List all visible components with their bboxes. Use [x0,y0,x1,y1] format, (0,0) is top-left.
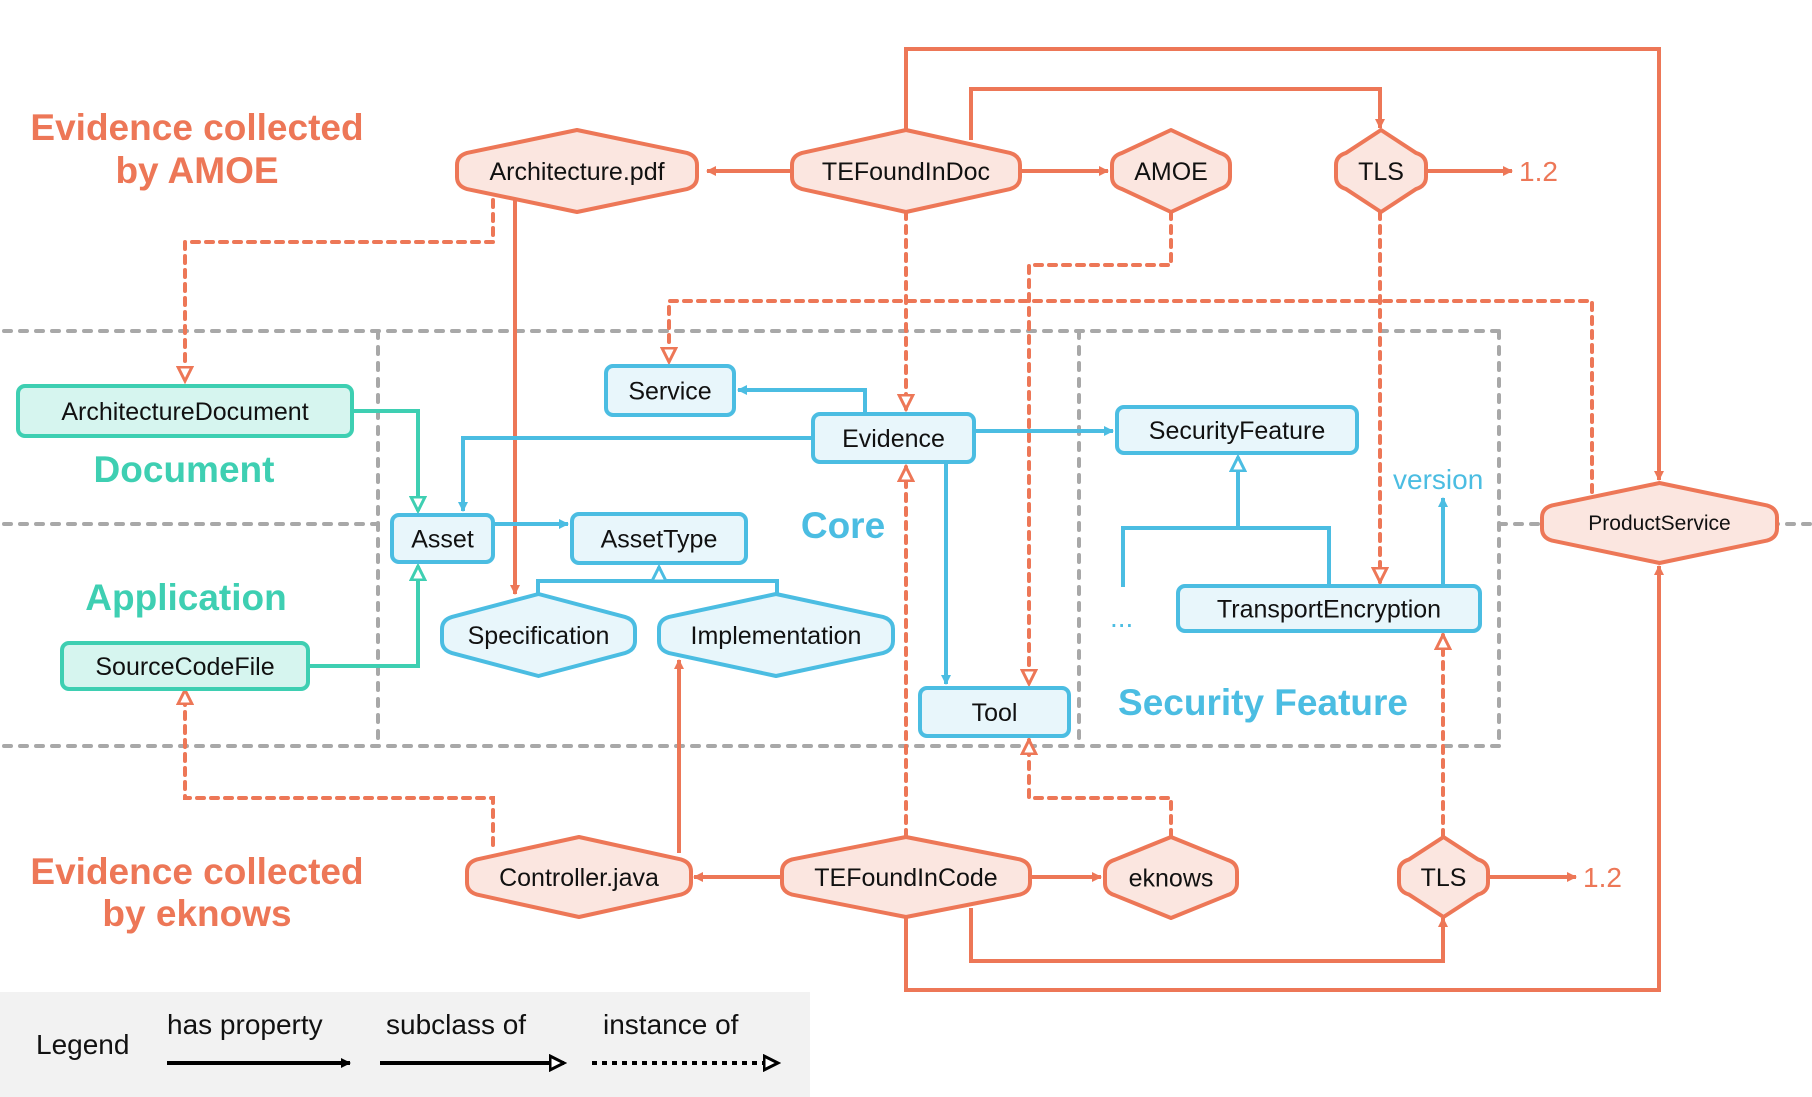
node-implementation-label: Implementation [691,622,862,650]
node-implementation[interactable]: Implementation [657,592,895,678]
core-edges [458,385,1448,685]
tls-bottom-value: 1.2 [1583,862,1622,893]
node-service-label: Service [628,378,711,406]
node-controller-java-label: Controller.java [499,864,659,892]
node-architecture-document-shape [16,384,354,438]
tls-top-value: 1.2 [1519,156,1558,187]
node-architecture-document-label: ArchitectureDocument [61,398,308,426]
node-architecture-pdf-shape [455,128,699,214]
version-label: version [1393,464,1483,495]
node-implementation-shape [657,592,895,678]
node-te-found-in-doc-label: TEFoundInDoc [822,158,990,186]
node-tls-top-shape [1334,128,1428,214]
node-evidence-shape [811,412,976,464]
node-tls-bottom-label: TLS [1421,864,1467,892]
node-product-service[interactable]: ProductService [1540,481,1779,565]
edge-tefoundindoc-productservice [904,47,1664,481]
node-asset-shape [390,513,495,564]
node-source-code-file-label: SourceCodeFile [95,653,274,681]
node-tool-label: Tool [972,699,1018,727]
edge-productservice-instance-service [669,299,1594,494]
node-specification-shape [440,592,637,678]
node-eknows-shape [1103,835,1239,920]
edge-evidence-asset [458,436,813,512]
node-asset[interactable]: Asset [390,513,495,564]
node-asset-type[interactable]: AssetType [570,512,748,565]
node-te-found-in-code[interactable]: TEFoundInCode [780,835,1032,919]
node-security-feature-label: SecurityFeature [1149,417,1325,445]
title-application: Application [85,577,286,618]
legend-label-subclass-of: subclass of [386,1009,526,1040]
node-transport-encryption-shape [1176,584,1482,633]
edge-subclass-securityfeature [1121,457,1331,587]
node-tool-shape [918,686,1071,738]
edge-architecture-pdf-instance [185,198,495,381]
legend-title: Legend [36,1029,129,1060]
node-transport-encryption[interactable]: TransportEncryption [1176,584,1482,633]
node-eknows-label: eknows [1129,865,1214,893]
title-security-feature: Security Feature [1118,682,1408,723]
node-security-feature-shape [1115,405,1359,455]
node-asset-type-shape [570,512,748,565]
legend-label-has-property: has property [167,1009,323,1040]
instance-of-edges [185,198,1594,847]
edge-amoe-instance-tool [1029,210,1173,684]
node-te-found-in-doc-shape [790,128,1022,214]
node-product-service-shape [1540,481,1779,565]
title-document: Document [94,449,275,490]
legend: Legend has property subclass of instance… [0,992,810,1097]
edge-tefoundincode-tls-bottom [969,908,1448,963]
node-tls-bottom-shape [1397,835,1490,919]
node-te-found-in-code-shape [780,835,1032,919]
title-eknows-line2: by eknows [102,893,291,934]
node-service-shape [604,364,736,417]
node-specification[interactable]: Specification [440,592,637,678]
node-asset-type-label: AssetType [601,526,718,554]
node-tls-bottom[interactable]: TLS [1397,835,1490,919]
node-tls-top[interactable]: TLS [1334,128,1428,214]
node-controller-java-shape [465,835,693,919]
node-controller-java[interactable]: Controller.java [465,835,693,919]
node-transport-encryption-label: TransportEncryption [1217,596,1441,624]
node-specification-label: Specification [468,622,610,650]
edge-sourcecodefile-subclass-asset [308,566,418,668]
edge-subclass-assettype [536,567,779,597]
node-architecture-pdf[interactable]: Architecture.pdf [455,128,699,214]
edge-architecturedocument-subclass-asset [352,409,418,511]
node-source-code-file-shape [60,641,310,691]
node-asset-label: Asset [411,526,474,554]
node-source-code-file[interactable]: SourceCodeFile [60,641,310,691]
node-tool[interactable]: Tool [918,686,1071,738]
title-eknows-line1: Evidence collected [30,851,363,892]
node-amoe-shape [1110,128,1232,214]
node-tls-top-label: TLS [1358,158,1404,186]
node-service[interactable]: Service [604,364,736,417]
edge-eknows-instance-tool [1029,740,1173,839]
edge-controller-instance-sourcecodefile [185,690,495,847]
node-evidence-label: Evidence [842,425,945,453]
section-titles: Evidence collected by AMOE Evidence coll… [30,107,1408,934]
edge-tefoundindoc-tls-top [969,87,1385,140]
edge-tefoundincode-productservice [904,565,1664,992]
node-amoe[interactable]: AMOE [1110,128,1232,214]
edge-evidence-service [737,385,867,414]
node-evidence[interactable]: Evidence [811,412,976,464]
document-edges [308,409,418,668]
node-eknows[interactable]: eknows [1103,835,1239,920]
node-architecture-document[interactable]: ArchitectureDocument [16,384,354,438]
title-amoe-line2: by AMOE [115,150,278,191]
title-core: Core [801,505,885,546]
node-te-found-in-code-label: TEFoundInCode [814,864,997,892]
node-product-service-label: ProductService [1588,512,1730,535]
instance-edges [510,47,1664,992]
node-security-feature[interactable]: SecurityFeature [1115,405,1359,455]
title-amoe-line1: Evidence collected [30,107,363,148]
node-te-found-in-doc[interactable]: TEFoundInDoc [790,128,1022,214]
node-amoe-label: AMOE [1134,158,1208,186]
legend-label-instance-of: instance of [603,1009,739,1040]
nodes: Architecture.pdf TEFoundInDoc AMOE TLS Archi… [16,128,1779,920]
legend-background [0,992,810,1097]
other-security-features-ellipsis: ... [1110,602,1133,633]
node-architecture-pdf-label: Architecture.pdf [489,158,664,186]
